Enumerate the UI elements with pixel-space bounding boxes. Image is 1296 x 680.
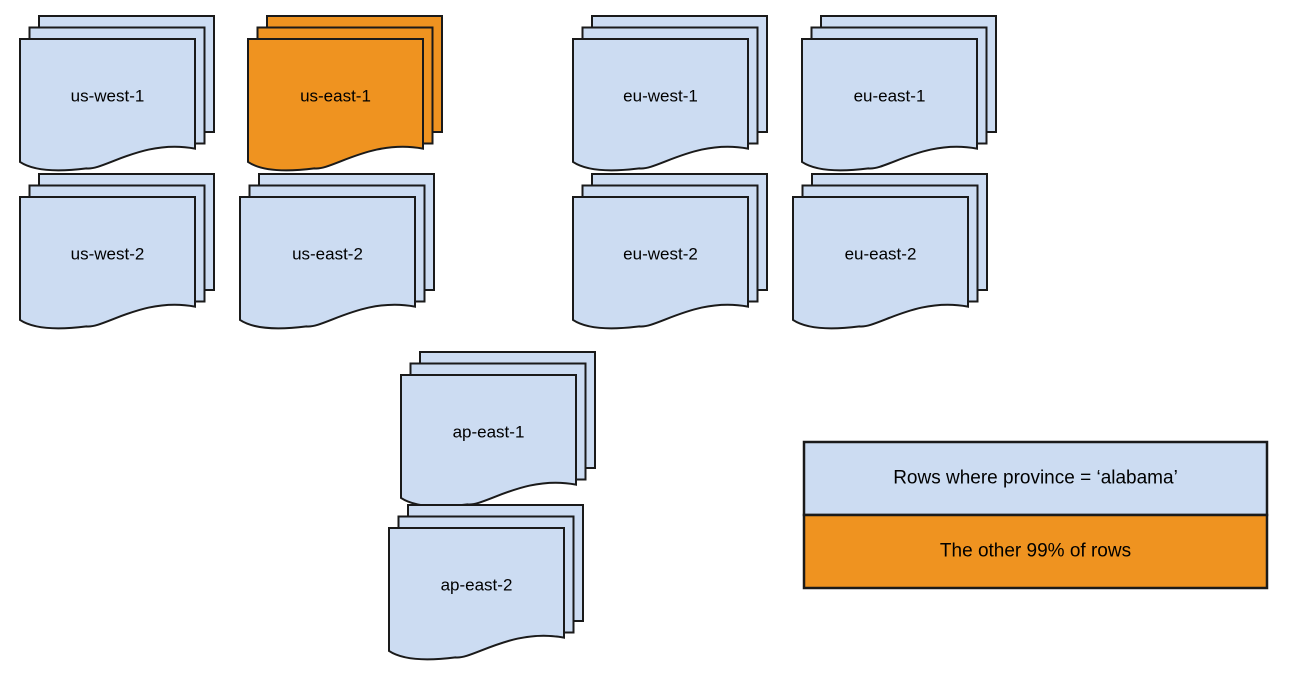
legend-group: Rows where province = ‘alabama’ The other… xyxy=(802,440,1269,590)
stack-label: ap-east-2 xyxy=(441,575,513,594)
stack-front-sheet xyxy=(572,38,749,172)
document-stack-us-east-2[interactable]: us-east-2 xyxy=(239,173,435,330)
stack-front-sheet xyxy=(792,196,969,330)
legend-swatch-blue xyxy=(802,440,1269,517)
document-stack-us-west-2[interactable]: us-west-2 xyxy=(19,173,215,330)
stack-label: eu-west-1 xyxy=(623,86,698,105)
stack-front-sheet xyxy=(247,38,424,172)
stack-label: ap-east-1 xyxy=(453,422,525,441)
document-stack-ap-east-1[interactable]: ap-east-1 xyxy=(400,351,596,508)
stack-front-sheet xyxy=(388,527,565,661)
document-stack-us-east-1[interactable]: us-east-1 xyxy=(247,15,443,172)
document-stack-eu-west-1[interactable]: eu-west-1 xyxy=(572,15,768,172)
stack-front-sheet xyxy=(239,196,416,330)
stack-label: eu-west-2 xyxy=(623,244,698,263)
legend-label: Rows where province = ‘alabama’ xyxy=(893,468,1178,489)
document-stack-ap-east-2[interactable]: ap-east-2 xyxy=(388,504,584,661)
stack-label: eu-east-1 xyxy=(854,86,926,105)
document-stacks-group: us-west-1 us-east-1 eu-west-1 eu-east-1 us-w… xyxy=(19,15,997,661)
document-stack-eu-east-2[interactable]: eu-east-2 xyxy=(792,173,988,330)
legend-label: The other 99% of rows xyxy=(940,541,1131,562)
stack-front-sheet xyxy=(19,38,196,172)
stack-front-sheet xyxy=(19,196,196,330)
stack-front-sheet xyxy=(801,38,978,172)
document-stack-eu-east-1[interactable]: eu-east-1 xyxy=(801,15,997,172)
legend-row-2: The other 99% of rows xyxy=(802,513,1269,590)
document-stack-us-west-1[interactable]: us-west-1 xyxy=(19,15,215,172)
legend-swatch-orange xyxy=(802,513,1269,590)
stack-label: us-west-2 xyxy=(71,244,145,263)
stack-label: eu-east-2 xyxy=(845,244,917,263)
stack-label: us-east-2 xyxy=(292,244,363,263)
stack-front-sheet xyxy=(572,196,749,330)
stack-label: us-east-1 xyxy=(300,86,371,105)
document-stack-eu-west-2[interactable]: eu-west-2 xyxy=(572,173,768,330)
legend-row-1: Rows where province = ‘alabama’ xyxy=(802,440,1269,517)
stack-label: us-west-1 xyxy=(71,86,145,105)
